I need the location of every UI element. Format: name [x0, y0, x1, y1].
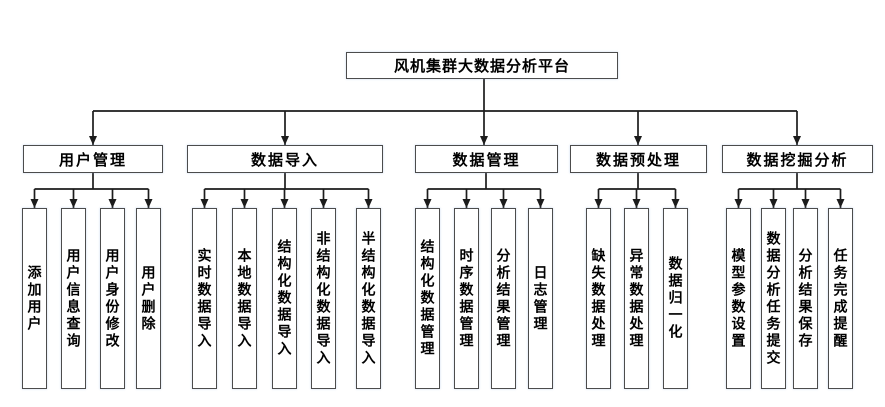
group-data-management: 数据管理: [415, 145, 558, 173]
leaf-local-data-import: 本地数据导入: [232, 208, 257, 389]
leaf-user-info-query: 用户信息查询: [61, 208, 86, 389]
leaf-unstructured-data-import: 非结构化数据导入: [311, 208, 336, 389]
leaf-analysis-task-submit: 数据分析任务提交: [761, 208, 786, 389]
root-node-platform: 风机集群大数据分析平台: [346, 52, 618, 79]
leaf-realtime-data-import: 实时数据导入: [192, 208, 217, 389]
leaf-abnormal-data-processing: 异常数据处理: [624, 208, 649, 389]
leaf-structured-data-management: 结构化数据管理: [415, 208, 440, 389]
group-data-import: 数据导入: [187, 145, 383, 173]
group-user-management: 用户管理: [23, 145, 163, 173]
leaf-add-user: 添加用户: [22, 208, 47, 389]
group-data-preprocessing: 数据预处理: [570, 145, 707, 173]
leaf-analysis-result-management: 分析结果管理: [491, 208, 516, 389]
leaf-user-delete: 用户删除: [136, 208, 161, 389]
leaf-task-completion-reminder: 任务完成提醒: [828, 208, 853, 389]
group-data-mining-analysis: 数据挖掘分析: [722, 145, 873, 173]
leaf-missing-data-processing: 缺失数据处理: [586, 208, 611, 389]
leaf-timeseries-data-management: 时序数据管理: [454, 208, 479, 389]
leaf-semistructured-data-import: 半结构化数据导入: [356, 208, 381, 389]
leaf-structured-data-import: 结构化数据导入: [272, 208, 297, 389]
leaf-user-identity-modify: 用户身份修改: [100, 208, 125, 389]
leaf-analysis-result-save: 分析结果保存: [793, 208, 818, 389]
leaf-data-normalization: 数据归一化: [663, 208, 688, 389]
leaf-model-parameter-settings: 模型参数设置: [726, 208, 751, 389]
leaf-log-management: 日志管理: [528, 208, 553, 389]
